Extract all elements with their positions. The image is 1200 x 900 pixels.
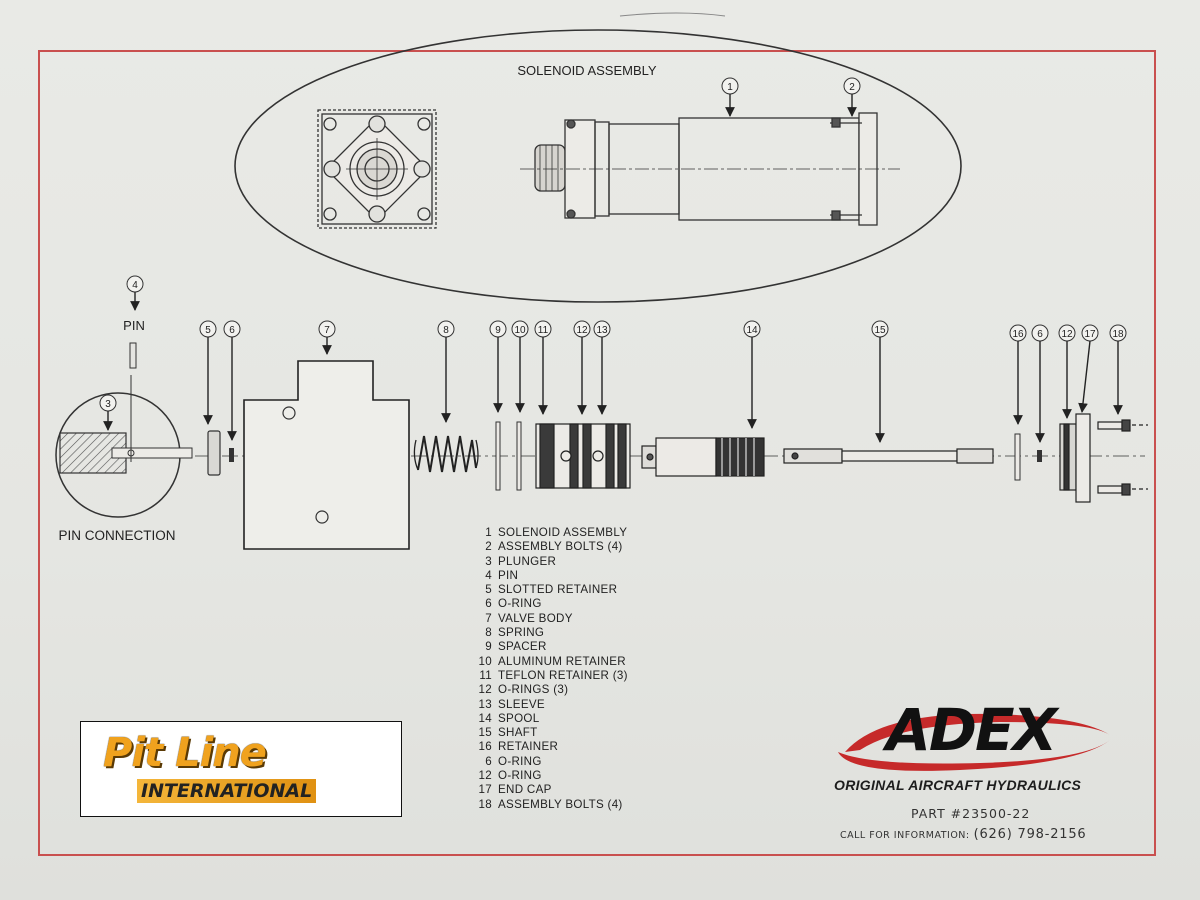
svg-text:6: 6	[229, 325, 235, 336]
retainer	[1014, 433, 1021, 481]
callout-14: 14	[743, 320, 761, 429]
callout-6b: 6	[1031, 324, 1049, 443]
adex-swoosh	[838, 713, 1110, 771]
phone-number: (626) 798-2156	[973, 827, 1087, 842]
svg-text:6: 6	[1037, 329, 1043, 340]
spacer	[495, 421, 501, 491]
svg-text:11: 11	[538, 325, 549, 336]
svg-text:18: 18	[1112, 329, 1124, 340]
pin-connection-detail: 3 PIN CONNECTION	[55, 375, 193, 543]
part-number: PART #23500-22	[911, 806, 1031, 821]
red-border-frame	[38, 50, 1156, 856]
adex-tagline: ORIGINAL AIRCRAFT HYDRAULICS	[834, 777, 1082, 793]
svg-text:2: 2	[849, 82, 855, 93]
svg-text:5: 5	[205, 325, 211, 336]
callout-18: 18	[1109, 324, 1127, 415]
pit-line-title: Pit Line	[103, 730, 267, 776]
sleeve-assembly	[535, 423, 631, 489]
callout-10: 10	[511, 320, 529, 413]
shaft	[783, 448, 994, 464]
svg-text:15: 15	[874, 325, 886, 336]
callout-1: 1	[721, 77, 739, 117]
callout-6a: 6	[223, 320, 241, 441]
callout-9: 9	[489, 320, 507, 413]
svg-text:8: 8	[443, 325, 449, 336]
callout-17: 17	[1078, 324, 1099, 413]
callout-2: 2	[843, 77, 861, 117]
svg-text:4: 4	[132, 280, 138, 291]
paper-edge	[619, 12, 726, 17]
contact-info: CALL FOR INFORMATION:(626) 798-2156	[840, 825, 1087, 843]
callout-8: 8	[437, 320, 455, 423]
callout-12b: 12	[1058, 324, 1076, 419]
svg-text:9: 9	[495, 325, 501, 336]
callout-12a: 12	[573, 320, 591, 415]
svg-text:10: 10	[514, 325, 526, 336]
slotted-retainer	[207, 430, 221, 476]
svg-text:13: 13	[596, 325, 608, 336]
callout-11: 11	[534, 320, 552, 415]
o-ring-6a	[229, 448, 234, 462]
pin-label: PIN	[123, 318, 145, 333]
callout-15: 15	[871, 320, 889, 443]
spool	[641, 437, 765, 477]
callout-13: 13	[593, 320, 611, 415]
solenoid-title: SOLENOID ASSEMBLY	[517, 63, 657, 78]
end-cap	[1059, 413, 1091, 503]
callout-16: 16	[1009, 324, 1027, 425]
callout-5: 5	[199, 320, 217, 425]
aluminum-retainer	[516, 421, 522, 491]
svg-text:7: 7	[324, 325, 330, 336]
solenoid-assembly-view: SOLENOID ASSEMBLY	[234, 29, 962, 303]
pit-line-logo: Pit Line INTERNATIONAL	[80, 721, 402, 817]
solenoid-side-view	[520, 112, 900, 226]
svg-text:17: 17	[1084, 329, 1096, 340]
solenoid-end-view	[317, 109, 437, 229]
call-label: CALL FOR INFORMATION:	[840, 830, 970, 841]
callout-7: 7	[318, 320, 336, 355]
spring	[417, 435, 477, 473]
pit-line-subtitle: INTERNATIONAL	[137, 779, 317, 803]
pin-detail: 4 PIN	[123, 275, 145, 369]
assembly-bolts	[1097, 419, 1148, 496]
svg-text:12: 12	[1061, 329, 1073, 340]
svg-text:12: 12	[576, 325, 588, 336]
svg-text:16: 16	[1012, 329, 1024, 340]
svg-text:14: 14	[746, 325, 758, 336]
svg-text:3: 3	[105, 399, 111, 410]
adex-logo: ADEX	[886, 696, 1057, 764]
svg-text:1: 1	[727, 82, 733, 93]
pin-connection-label: PIN CONNECTION	[58, 528, 175, 543]
o-ring-6b	[1037, 450, 1042, 462]
solenoid-ellipse	[234, 29, 962, 303]
